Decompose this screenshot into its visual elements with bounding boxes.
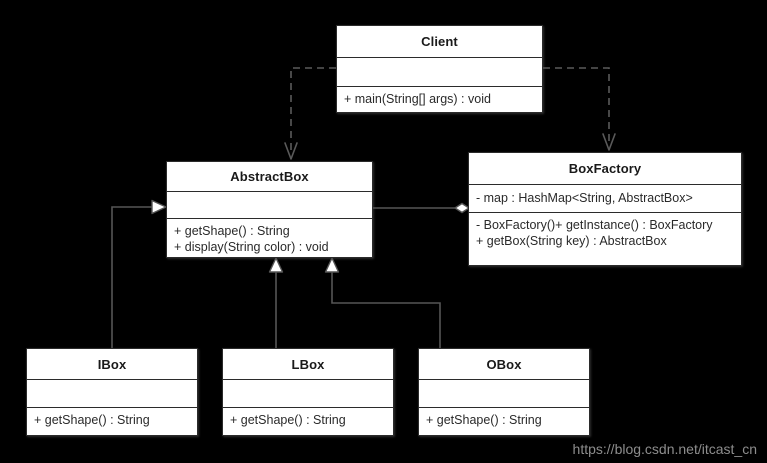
class-operations-lbox: + getShape() : String <box>223 407 393 432</box>
class-operations-obox: + getShape() : String <box>419 407 589 432</box>
class-operations-client: + main(String[] args) : void <box>337 86 542 111</box>
class-box-client[interactable]: Client + main(String[] args) : void <box>336 25 543 113</box>
class-name-obox: OBox <box>486 356 522 372</box>
operation-item: - BoxFactory()+ getInstance() : BoxFacto… <box>476 218 713 232</box>
class-attributes-ibox <box>27 379 197 407</box>
class-operations-boxfactory: - BoxFactory()+ getInstance() : BoxFacto… <box>469 212 741 253</box>
class-box-abstractbox[interactable]: AbstractBox + getShape() : String + disp… <box>166 161 373 258</box>
class-name-client: Client <box>421 34 458 49</box>
class-box-boxfactory[interactable]: BoxFactory - map : HashMap<String, Abstr… <box>468 152 742 266</box>
class-attributes-client <box>337 57 542 86</box>
class-box-lbox[interactable]: LBox + getShape() : String <box>222 348 394 436</box>
operation-item: + getShape() : String <box>34 413 150 427</box>
class-attributes-abstractbox <box>167 191 372 218</box>
edge-client-to-boxfactory <box>543 67 616 151</box>
operation-item: + getShape() : String <box>174 223 290 238</box>
class-attributes-lbox <box>223 379 393 407</box>
operation-item: + getBox(String key) : AbstractBox <box>476 234 667 248</box>
edge-lbox-to-abstractbox <box>268 257 284 348</box>
class-name-lbox: LBox <box>291 356 325 372</box>
attribute-item: - map : HashMap<String, AbstractBox> <box>476 191 693 205</box>
operation-item: + display(String color) : void <box>174 239 329 254</box>
operation-item: + getShape() : String <box>426 413 542 427</box>
watermark-text: https://blog.csdn.net/itcast_cn <box>572 441 757 457</box>
operation-item: + getShape() : String <box>230 413 346 427</box>
class-operations-ibox: + getShape() : String <box>27 407 197 432</box>
class-name-boxfactory: BoxFactory <box>568 161 642 176</box>
edge-ibox-to-abstractbox <box>111 199 167 348</box>
edge-obox-to-abstractbox <box>324 257 441 348</box>
operation-item: + main(String[] args) : void <box>344 92 491 106</box>
class-attributes-obox <box>419 379 589 407</box>
class-attributes-boxfactory: - map : HashMap<String, AbstractBox> <box>469 184 741 212</box>
edge-boxfactory-to-abstractbox <box>373 202 471 214</box>
class-operations-abstractbox: + getShape() : String + display(String c… <box>167 217 372 257</box>
class-box-ibox[interactable]: IBox + getShape() : String <box>26 348 198 436</box>
class-name-ibox: IBox <box>97 356 127 372</box>
edge-client-to-abstractbox <box>284 67 336 160</box>
class-name-abstractbox: AbstractBox <box>230 169 309 185</box>
class-box-obox[interactable]: OBox + getShape() : String <box>418 348 590 436</box>
